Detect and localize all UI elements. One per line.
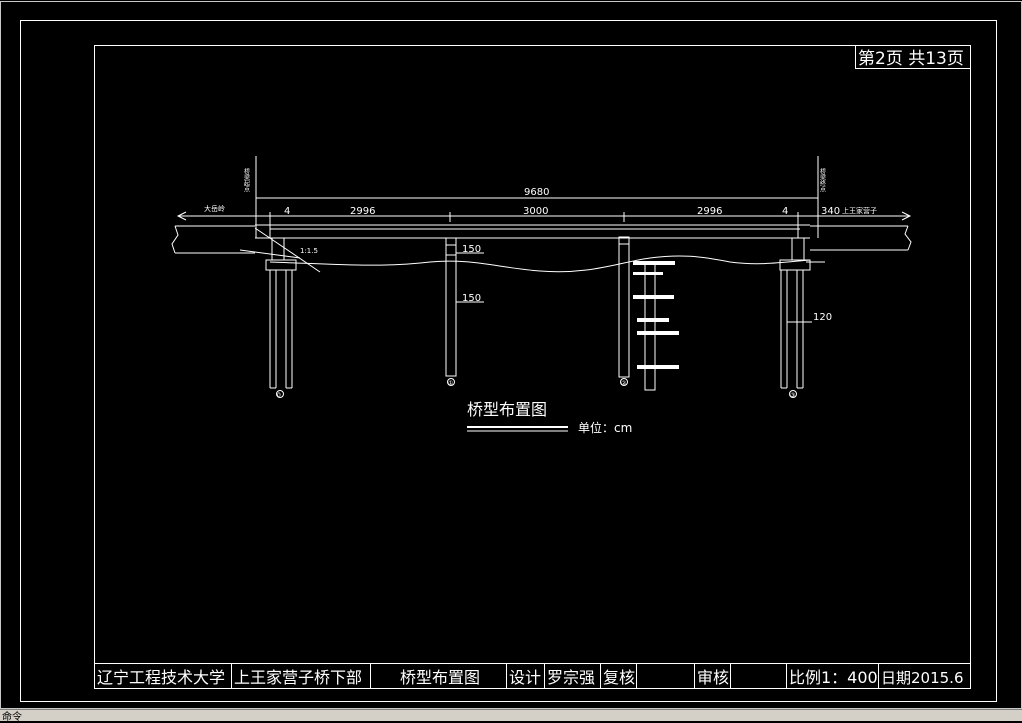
tb-scale: 比例1：400 [789, 668, 878, 687]
dim-span-2: 3000 [523, 206, 548, 217]
pile-width-dim: 120 [813, 312, 832, 323]
support-3-marker [789, 390, 797, 398]
pier-lower-dim: 150 [462, 293, 481, 304]
tb-date: 日期2015.6 [881, 669, 964, 687]
dim-span-1: 2996 [350, 206, 375, 217]
bridge-deck [171, 224, 912, 254]
left-abutment [239, 227, 321, 389]
sheet-border [20, 20, 997, 702]
support-2-marker [620, 378, 628, 386]
support-3-label: ③ [790, 392, 795, 399]
dim-left-end: 4 [284, 206, 290, 217]
dim-total: 9680 [524, 187, 549, 198]
page-indicator-box [855, 45, 971, 69]
command-status-strip[interactable]: 命令 [0, 709, 1022, 723]
slope-label: 1:1.5 [300, 247, 318, 255]
dimension-lines [176, 156, 912, 238]
unit-label: 单位：cm [578, 420, 632, 435]
outer-viewport-frame [0, 1, 1022, 709]
title-block-grid [94, 663, 971, 689]
tb-project: 上王家营子桥下部 [234, 668, 362, 687]
tb-design-label: 设计 [509, 668, 541, 687]
tb-school: 辽宁工程技术大学 [97, 668, 225, 687]
dim-right-end: 4 [782, 206, 788, 217]
support-1-marker [447, 378, 455, 386]
tb-review-label: 复核 [603, 668, 635, 687]
tb-drawing-name: 桥型布置图 [400, 668, 480, 687]
pier-upper-dim: 150 [462, 244, 481, 255]
geology-bars [633, 261, 679, 369]
ground-line [269, 255, 811, 273]
dim-right-approach: 340 [821, 206, 840, 217]
drawing-frame [94, 45, 971, 689]
support-0-marker [276, 390, 284, 398]
dim-span-3: 2996 [697, 206, 722, 217]
support-2-label: ② [621, 380, 627, 387]
support-1-label: ① [448, 380, 453, 387]
right-abutment-note: 桥梁终点 [819, 167, 826, 193]
tb-approve-label: 审核 [697, 668, 729, 687]
right-abutment [779, 237, 825, 389]
left-abutment-note: 桥梁起点 [243, 167, 250, 193]
page-indicator: 第2页 共13页 [858, 49, 964, 69]
support-0-label: 0 [277, 392, 281, 399]
drawing-title: 桥型布置图 [467, 400, 547, 419]
pier-1 [445, 237, 484, 377]
right-direction-label: 上王家营子 [842, 206, 877, 215]
status-text: 命令 [2, 712, 22, 723]
left-direction-label: 大岳岭 [204, 204, 225, 213]
tb-designer: 罗宗强 [547, 668, 595, 687]
